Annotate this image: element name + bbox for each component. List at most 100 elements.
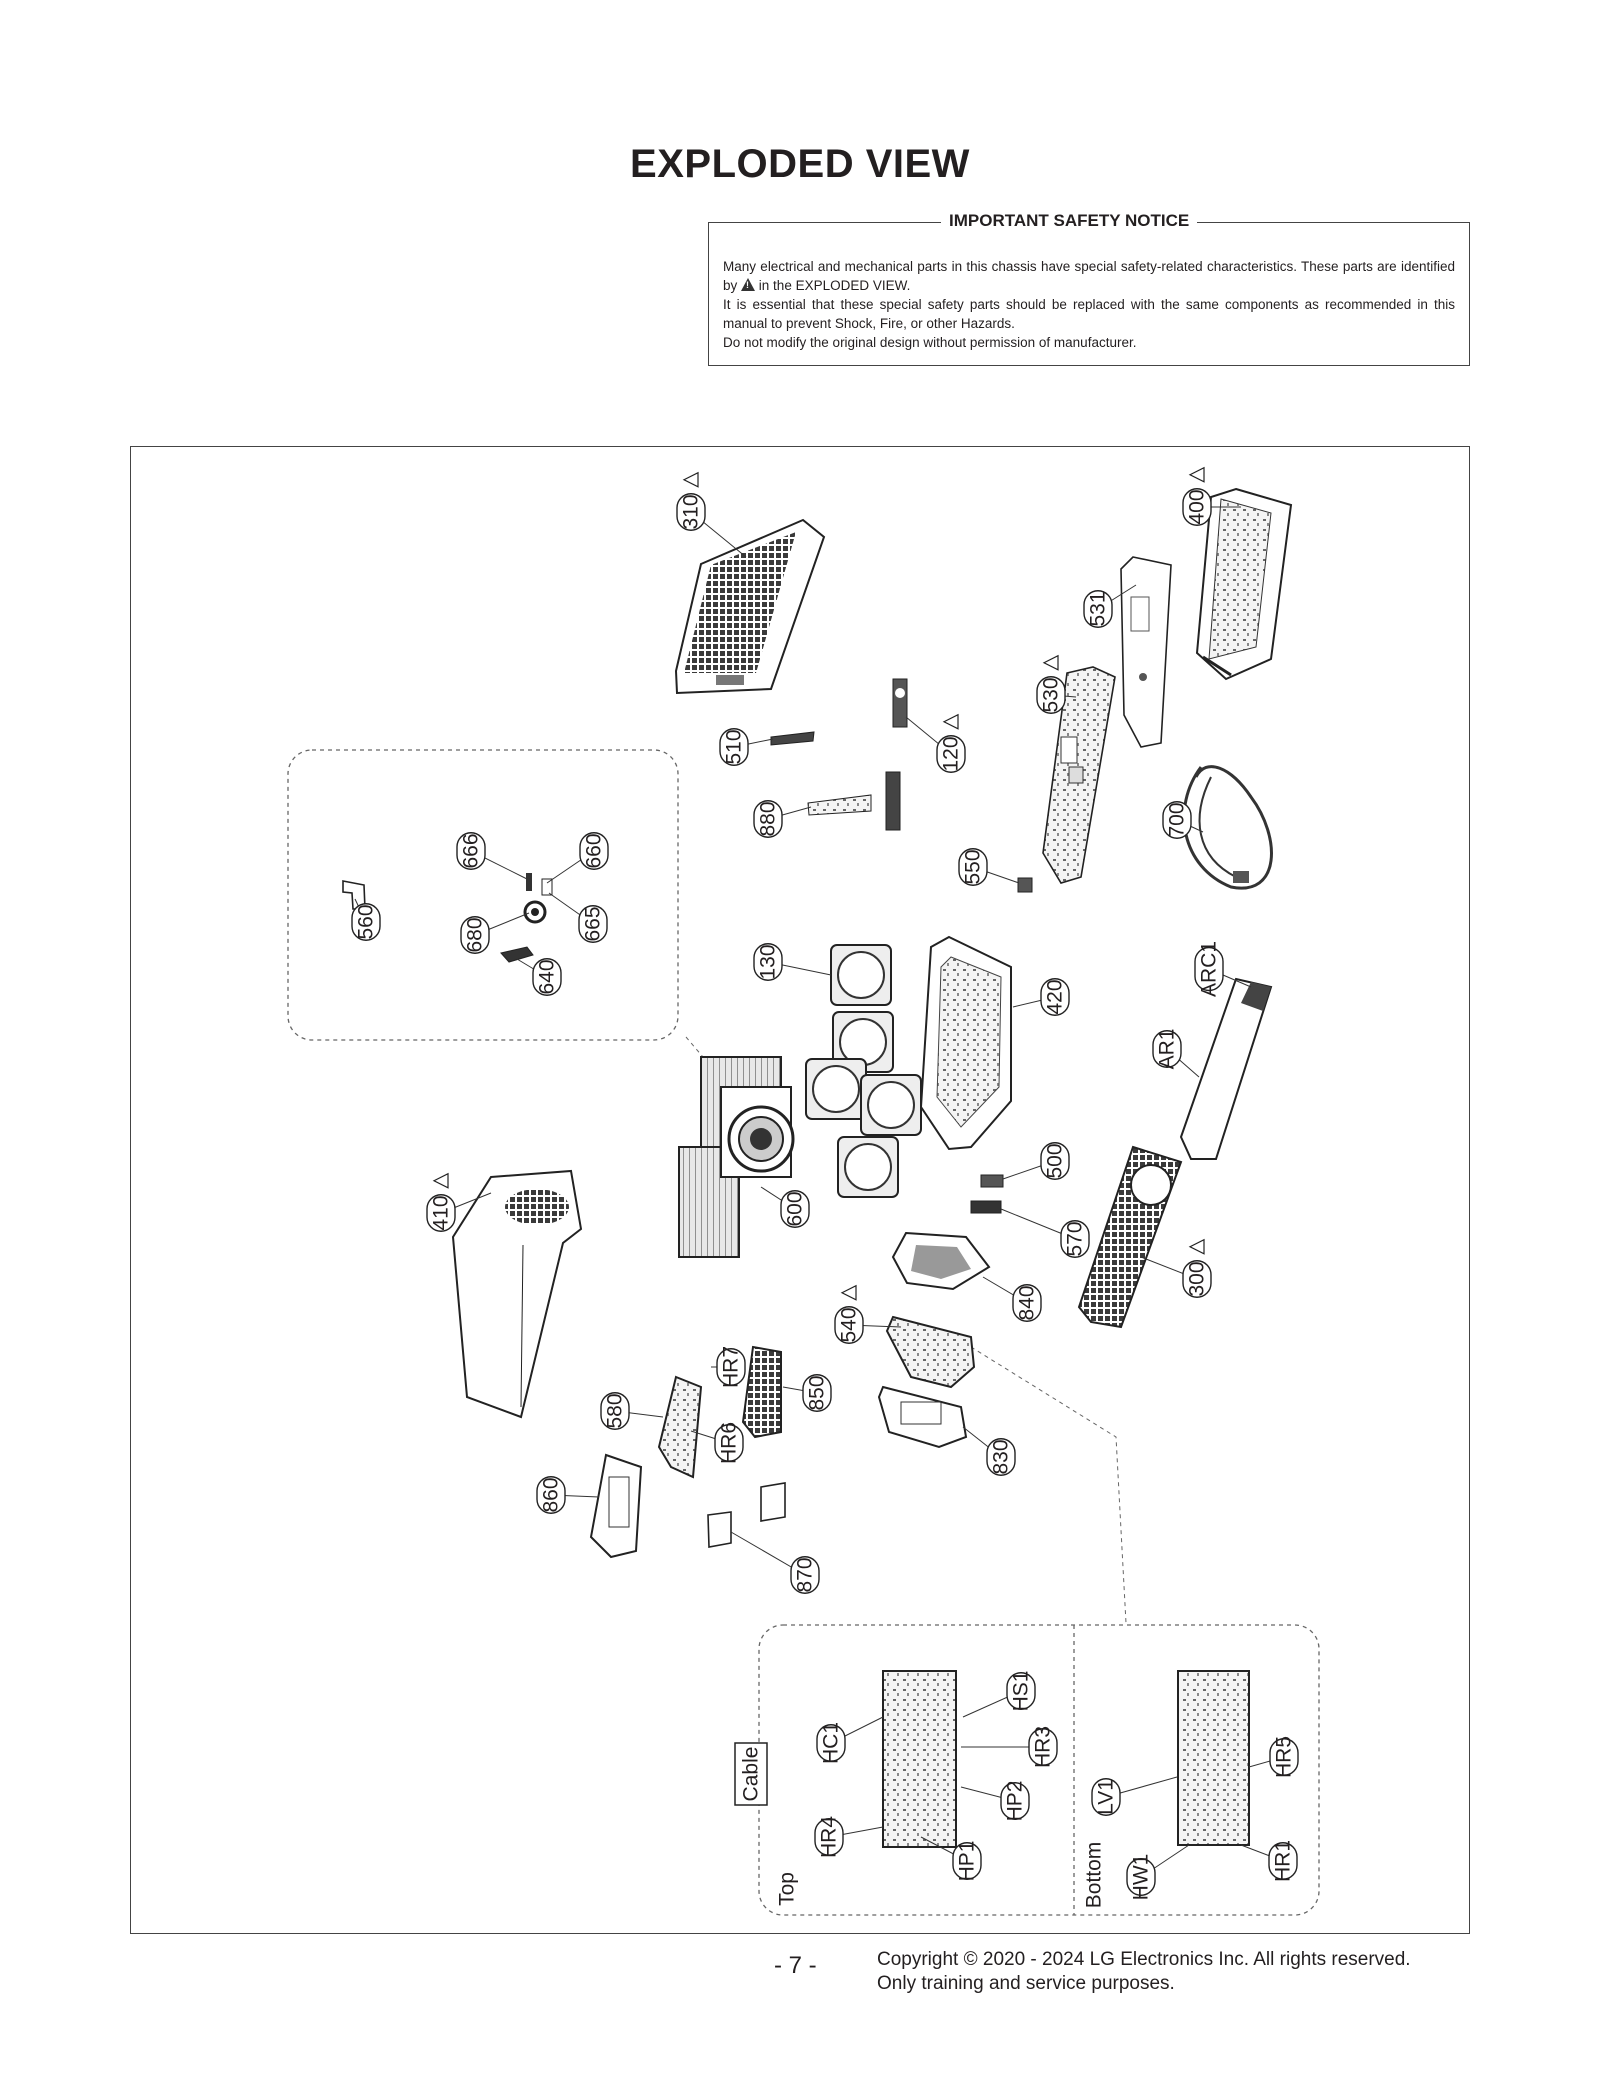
callout-310: 310 (676, 471, 747, 558)
optics-group-box (287, 749, 679, 1041)
callout-hr3: HR3 (961, 1726, 1058, 1768)
part-680-lens-ring (523, 900, 547, 924)
callout-550: 550 (958, 848, 1020, 886)
callout-lv1: LV1 (1091, 1776, 1178, 1816)
callout-660: 660 (546, 832, 609, 884)
callout-label-830: 830 (990, 1439, 1013, 1474)
callout-label-680: 680 (464, 917, 487, 952)
callout-400: 400 (1182, 466, 1241, 526)
part-666-660-clips (526, 873, 553, 896)
warning-triangle-icon (942, 713, 959, 730)
callout-880: 880 (753, 800, 812, 838)
part-550-connector (1017, 877, 1033, 893)
callout-850: 850 (782, 1374, 832, 1412)
callout-hs1: HS1 (962, 1671, 1036, 1718)
part-500-board (980, 1174, 1004, 1188)
callout-label-hw1: HW1 (1130, 1854, 1153, 1901)
callout-label-arc1: ARC1 (1198, 941, 1221, 997)
callout-label-531: 531 (1087, 591, 1110, 626)
callout-label-860: 860 (540, 1477, 563, 1512)
callout-label-666: 666 (460, 833, 483, 868)
part-300-side-grille (1077, 1145, 1183, 1329)
part-870-pads (707, 1482, 786, 1548)
callout-label-hr1: HR1 (1272, 1840, 1295, 1882)
part-700-power-cord (1182, 765, 1273, 890)
callout-label-hp1: HP1 (956, 1841, 979, 1882)
callout-ar1: AR1 (1152, 1029, 1200, 1078)
callout-label-580: 580 (604, 1393, 627, 1428)
callout-label-hr3: HR3 (1032, 1726, 1055, 1768)
callout-label-300: 300 (1186, 1261, 1209, 1296)
callout-700: 700 (1162, 801, 1204, 839)
part-531-shield-plate (1120, 556, 1172, 748)
part-560-bracket (342, 880, 366, 910)
part-570-board (970, 1200, 1002, 1214)
callout-label-120: 120 (940, 736, 963, 771)
callout-label-510: 510 (723, 729, 746, 764)
callout-840: 840 (982, 1276, 1042, 1322)
callout-label-850: 850 (806, 1375, 829, 1410)
callout-label-540: 540 (838, 1307, 861, 1342)
cable-bottom-board (1177, 1670, 1250, 1846)
callout-label-ar1: AR1 (1156, 1029, 1179, 1070)
section-label-bottom: Bottom (1083, 1842, 1106, 1909)
callout-label-500: 500 (1044, 1143, 1067, 1178)
callout-hr7: HR7 (711, 1346, 746, 1388)
notice-line1-end: in the EXPLODED VIEW. (758, 278, 911, 293)
callout-530: 530 (1036, 654, 1077, 714)
part-580-board (657, 1375, 703, 1479)
callout-label-410: 410 (430, 1195, 453, 1230)
callout-420: 420 (1012, 978, 1070, 1016)
callout-130: 130 (753, 943, 832, 981)
callout-label-550: 550 (962, 849, 985, 884)
callout-label-hr4: HR4 (818, 1816, 841, 1858)
part-530-power-board (1042, 666, 1116, 884)
safety-notice-body: Many electrical and mechanical parts in … (723, 257, 1455, 352)
callout-540: 540 (834, 1284, 902, 1344)
part-400-rear-cover (1195, 487, 1293, 681)
exploded-view-diagram: 310 400 531 530 510 120 880 700 550 666 660 560 680 6… (130, 446, 1470, 1934)
warning-triangle-icon (1188, 1238, 1205, 1255)
page-number: - 7 - (774, 1952, 817, 1979)
warning-triangle-icon (1042, 654, 1059, 671)
callout-300: 300 (1140, 1238, 1212, 1298)
warning-triangle-icon (741, 278, 756, 291)
callout-560: 560 (351, 898, 381, 941)
callout-label-660: 660 (583, 833, 606, 868)
notice-line1: Many electrical and mechanical parts in … (723, 259, 1455, 293)
part-850-shield (741, 1345, 782, 1439)
callout-hr1: HR1 (1240, 1840, 1298, 1882)
copyright: Copyright © 2020 - 2024 LG Electronics I… (877, 1948, 1411, 1996)
part-830-plate (877, 1385, 968, 1449)
safety-notice-box: IMPORTANT SAFETY NOTICE Many electrical … (708, 211, 1470, 366)
callout-580: 580 (600, 1392, 664, 1430)
callout-666: 666 (456, 832, 528, 880)
callout-hp2: HP2 (960, 1781, 1030, 1821)
callout-600: 600 (760, 1186, 810, 1228)
warning-triangle-icon (432, 1172, 449, 1189)
exploded-view-drawing: 310 400 531 530 510 120 880 700 550 666 660 560 680 6… (287, 466, 1320, 1916)
part-120-keypad (885, 678, 908, 831)
callout-label-400: 400 (1186, 489, 1209, 524)
copyright-line1: Copyright © 2020 - 2024 LG Electronics I… (877, 1949, 1411, 1970)
callout-label-880: 880 (757, 801, 780, 836)
notice-line2: It is essential that these special safet… (723, 297, 1455, 331)
callout-label-665: 665 (582, 906, 605, 941)
callout-label-530: 530 (1040, 677, 1063, 712)
callout-hr5: HR5 (1248, 1736, 1299, 1778)
callout-label-560: 560 (355, 904, 378, 939)
callout-hr6: HR6 (690, 1422, 744, 1464)
callout-label-hc1: HC1 (820, 1722, 843, 1764)
callout-label-570: 570 (1064, 1221, 1087, 1256)
callout-hw1: HW1 (1126, 1844, 1190, 1901)
callout-665: 665 (548, 892, 608, 943)
callout-hp1: HP1 (920, 1836, 982, 1882)
callout-860: 860 (536, 1476, 600, 1514)
part-420-frame (919, 935, 1012, 1151)
cable-label-box (734, 1742, 768, 1806)
callout-hr4: HR4 (814, 1816, 884, 1858)
callout-layer: 310 400 531 530 510 120 880 700 550 666 660 560 680 6… (351, 466, 1299, 1909)
part-510-board (770, 731, 815, 746)
callout-500: 500 (1002, 1142, 1070, 1180)
callout-570: 570 (1000, 1208, 1090, 1258)
